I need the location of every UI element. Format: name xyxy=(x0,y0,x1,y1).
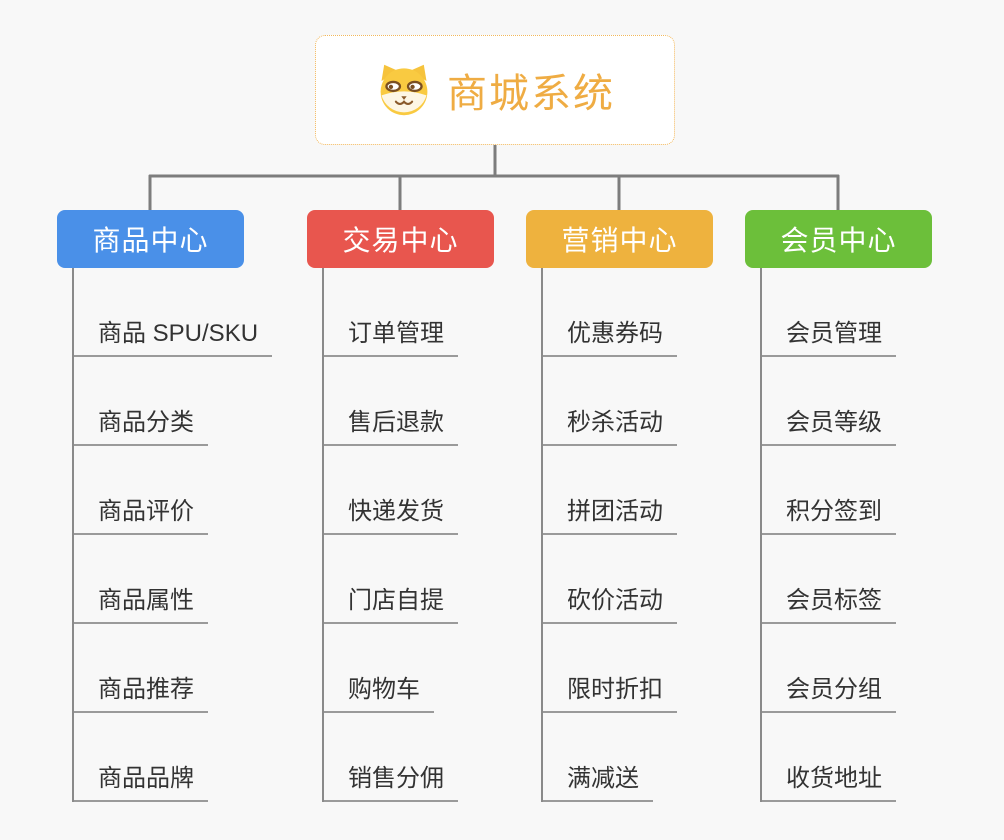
branch-item-label[interactable]: 优惠券码 xyxy=(541,313,677,357)
branch-item: 砍价活动 xyxy=(526,535,713,624)
branch-item-label[interactable]: 商品属性 xyxy=(72,580,208,624)
branch-item: 会员等级 xyxy=(745,357,932,446)
branch-item: 门店自提 xyxy=(307,535,494,624)
branch-item: 商品属性 xyxy=(57,535,244,624)
branch-item: 积分签到 xyxy=(745,446,932,535)
branch-item-label[interactable]: 拼团活动 xyxy=(541,491,677,535)
branch-item: 会员管理 xyxy=(745,268,932,357)
branch-item-label[interactable]: 会员分组 xyxy=(760,669,896,713)
branch-item-label[interactable]: 收货地址 xyxy=(760,758,896,802)
branch-item: 商品推荐 xyxy=(57,624,244,713)
branch-item: 商品分类 xyxy=(57,357,244,446)
branch-item-label[interactable]: 砍价活动 xyxy=(541,580,677,624)
branch-item-label[interactable]: 商品 SPU/SKU xyxy=(72,313,273,357)
branch-item: 销售分佣 xyxy=(307,713,494,802)
branch-header-label: 营销中心 xyxy=(561,225,678,256)
branch-header-label: 会员中心 xyxy=(780,225,897,256)
branch-item-label[interactable]: 商品分类 xyxy=(72,402,208,446)
branch-header[interactable]: 交易中心 xyxy=(307,210,494,268)
branch-items: 优惠券码 秒杀活动 拼团活动 砍价活动 限时折扣 满减送 xyxy=(526,268,713,802)
branch-item: 优惠券码 xyxy=(526,268,713,357)
branch-header-label: 交易中心 xyxy=(342,225,459,256)
branch-item-label[interactable]: 快递发货 xyxy=(322,491,458,535)
branch-item: 满减送 xyxy=(526,713,713,802)
branch-items: 订单管理 售后退款 快递发货 门店自提 购物车 销售分佣 xyxy=(307,268,494,802)
dog-icon xyxy=(380,64,428,116)
branch-items: 会员管理 会员等级 积分签到 会员标签 会员分组 收货地址 xyxy=(745,268,932,802)
branch-item-label[interactable]: 订单管理 xyxy=(322,313,458,357)
branch-item-label[interactable]: 会员标签 xyxy=(760,580,896,624)
branch-2: 营销中心 优惠券码 秒杀活动 拼团活动 砍价活动 限时折扣 满减送 xyxy=(526,210,713,802)
branch-item: 收货地址 xyxy=(745,713,932,802)
branch-item-label[interactable]: 商品推荐 xyxy=(72,669,208,713)
branch-header[interactable]: 营销中心 xyxy=(526,210,713,268)
branch-item: 商品 SPU/SKU xyxy=(57,268,273,357)
branch-item: 会员标签 xyxy=(745,535,932,624)
branch-item-label[interactable]: 积分签到 xyxy=(760,491,896,535)
branch-1: 交易中心 订单管理 售后退款 快递发货 门店自提 购物车 销售分佣 xyxy=(307,210,494,802)
branch-item-label[interactable]: 售后退款 xyxy=(322,402,458,446)
branch-3: 会员中心 会员管理 会员等级 积分签到 会员标签 会员分组 收货地址 xyxy=(745,210,932,802)
branch-item: 商品品牌 xyxy=(57,713,244,802)
branch-item: 秒杀活动 xyxy=(526,357,713,446)
branch-item: 拼团活动 xyxy=(526,446,713,535)
branch-item-label[interactable]: 商品品牌 xyxy=(72,758,208,802)
branch-item-label[interactable]: 满减送 xyxy=(541,758,653,802)
branch-item: 会员分组 xyxy=(745,624,932,713)
branch-item-label[interactable]: 购物车 xyxy=(322,669,434,713)
branch-item: 订单管理 xyxy=(307,268,494,357)
branch-item: 限时折扣 xyxy=(526,624,713,713)
branch-item: 购物车 xyxy=(307,624,494,713)
branch-item-label[interactable]: 门店自提 xyxy=(322,580,458,624)
branch-item-label[interactable]: 限时折扣 xyxy=(541,669,677,713)
branch-item-label[interactable]: 销售分佣 xyxy=(322,758,458,802)
branch-header[interactable]: 会员中心 xyxy=(745,210,932,268)
branch-item: 商品评价 xyxy=(57,446,244,535)
branch-item-label[interactable]: 会员管理 xyxy=(760,313,896,357)
branch-header[interactable]: 商品中心 xyxy=(57,210,244,268)
branch-items: 商品 SPU/SKU 商品分类 商品评价 商品属性 商品推荐 商品品牌 xyxy=(57,268,273,802)
root-title: 商城系统 xyxy=(447,72,615,116)
branch-item: 快递发货 xyxy=(307,446,494,535)
branch-item-label[interactable]: 商品评价 xyxy=(72,491,208,535)
branch-item-label[interactable]: 会员等级 xyxy=(760,402,896,446)
branch-0: 商品中心 商品 SPU/SKU 商品分类 商品评价 商品属性 商品推荐 商品品牌 xyxy=(57,210,273,802)
root-node[interactable]: 商城系统 xyxy=(315,35,675,145)
branch-header-label: 商品中心 xyxy=(92,225,209,256)
branch-item: 售后退款 xyxy=(307,357,494,446)
branch-item-label[interactable]: 秒杀活动 xyxy=(541,402,677,446)
